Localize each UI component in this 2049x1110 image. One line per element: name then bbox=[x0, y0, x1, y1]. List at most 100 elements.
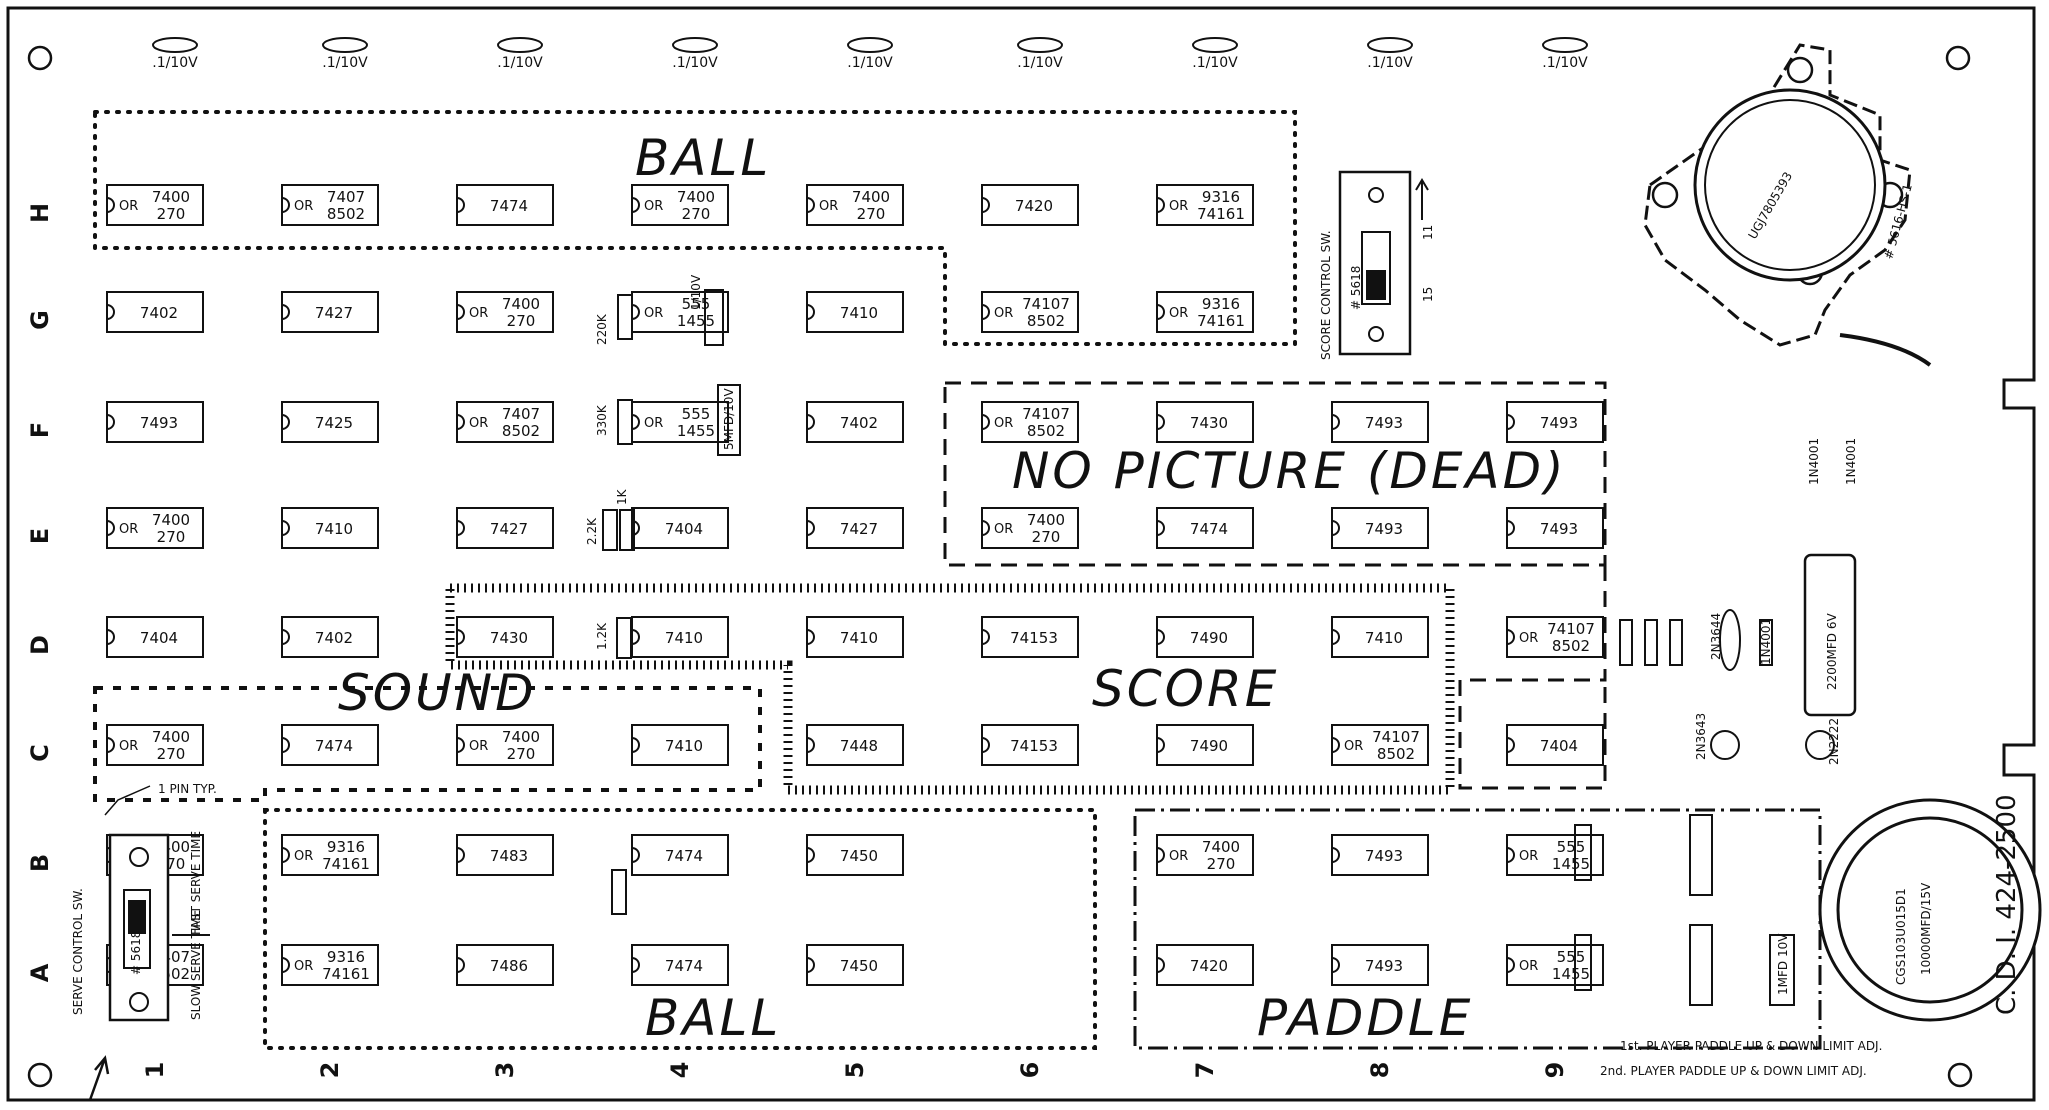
chip-or-label: OR bbox=[294, 959, 313, 974]
sound-region-outline bbox=[93, 686, 762, 802]
column-label: 4 bbox=[666, 1062, 694, 1079]
chip-part-number: 7400 bbox=[502, 728, 540, 746]
ic-chip: 7410 bbox=[631, 724, 729, 766]
chip-or-label: OR bbox=[1519, 959, 1538, 974]
chip-alt-part-number: 8502 bbox=[1377, 745, 1415, 763]
region-label-score: SCORE bbox=[1092, 660, 1279, 718]
serve-switch-label: SERVE CONTROL SW. bbox=[71, 888, 85, 1015]
chip-part-number: 7493 bbox=[140, 414, 178, 432]
chip-part-number: 9316 bbox=[1202, 188, 1240, 206]
score-switch-part: # 5618 bbox=[1349, 266, 1363, 310]
chip-part-number: 7400 bbox=[677, 188, 715, 206]
chip-alt-part-number: 270 bbox=[157, 745, 186, 763]
chip-part-number: 7410 bbox=[1365, 629, 1403, 647]
chip-part-number: 7420 bbox=[1190, 957, 1228, 975]
chip-part-number: 7400 bbox=[1027, 511, 1065, 529]
chip-part-number: 7400 bbox=[502, 295, 540, 313]
column-label: 6 bbox=[1016, 1062, 1044, 1079]
cap-5mfd: 5MFD/10V bbox=[722, 388, 736, 450]
chip-part-number: 74107 bbox=[1372, 728, 1420, 746]
ic-chip: 7450 bbox=[806, 944, 904, 986]
ic-chip: 7474 bbox=[631, 944, 729, 986]
chip-part-number: 7493 bbox=[1365, 414, 1403, 432]
chip-part-number: 7402 bbox=[140, 304, 178, 322]
cap-2200mfd: 2200MFD 6V bbox=[1825, 613, 1839, 690]
row-label: A bbox=[26, 963, 54, 982]
chip-alt-part-number: 8502 bbox=[1027, 422, 1065, 440]
chip-part-number: 7474 bbox=[1190, 520, 1228, 538]
chip-part-number: 7400 bbox=[1202, 838, 1240, 856]
chip-part-number: 7400 bbox=[152, 188, 190, 206]
bypass-capacitor-label: .1/10V bbox=[847, 55, 893, 71]
chip-part-number: 555 bbox=[1557, 948, 1586, 966]
ic-chip: 7427 bbox=[281, 291, 379, 333]
region-label-ball-top: BALL bbox=[635, 129, 771, 187]
chip-part-number: 7410 bbox=[315, 520, 353, 538]
chip-part-number: 7402 bbox=[840, 414, 878, 432]
chip-part-number: 7490 bbox=[1190, 629, 1228, 647]
bypass-capacitor bbox=[1192, 37, 1238, 53]
chip-part-number: 7493 bbox=[1540, 414, 1578, 432]
chip-part-number: 9316 bbox=[327, 948, 365, 966]
chip-part-number: 7493 bbox=[1365, 520, 1403, 538]
column-label: 9 bbox=[1541, 1062, 1569, 1079]
chip-part-number: 7410 bbox=[665, 629, 703, 647]
chip-alt-part-number: 74161 bbox=[322, 965, 370, 983]
chip-part-number: 7427 bbox=[490, 520, 528, 538]
serve-control-switch: SERVE CONTROL SW. # 5618 FAST SERVE TIME… bbox=[71, 831, 210, 1101]
ic-chip: 7410 bbox=[806, 616, 904, 658]
bypass-capacitor bbox=[1542, 37, 1588, 53]
resistor-220k: 220K bbox=[595, 313, 609, 345]
chip-alt-part-number: 270 bbox=[1207, 855, 1236, 873]
ic-chip: 7450 bbox=[806, 834, 904, 876]
paddle-discretes: 1MFD 10V CGS103U015D1 10000MFD/15V 1st. … bbox=[1574, 798, 2042, 1078]
score-switch-pos-a: 11 bbox=[1421, 225, 1435, 240]
bypass-capacitor bbox=[847, 37, 893, 53]
bypass-capacitor bbox=[1367, 37, 1413, 53]
row-label: D bbox=[26, 635, 54, 655]
chip-part-number: 7420 bbox=[1015, 197, 1053, 215]
chip-part-number: 7402 bbox=[315, 629, 353, 647]
bypass-capacitor-label: .1/10V bbox=[672, 55, 718, 71]
discrete-components: 220K 330K 2.2K 1K 1.2K 1/10V 5MFD/10V bbox=[585, 274, 741, 915]
serve-switch-part: # 5618 bbox=[129, 931, 143, 975]
chip-part-number: 74107 bbox=[1022, 405, 1070, 423]
chip-alt-part-number: 8502 bbox=[1552, 637, 1590, 655]
chip-alt-part-number: 270 bbox=[857, 205, 886, 223]
ic-chip: 7410 bbox=[281, 507, 379, 549]
chip-or-label: OR bbox=[1344, 739, 1363, 754]
board-outline bbox=[6, 6, 2036, 1102]
chip-part-number: 7450 bbox=[840, 957, 878, 975]
ball-bottom-region-outline bbox=[263, 808, 1097, 1050]
board-id: C. D. I. 424-2500 bbox=[1992, 794, 2022, 1015]
region-label-no-picture: NO PICTURE (DEAD) bbox=[1012, 442, 1567, 500]
ic-chip: 7430 bbox=[456, 616, 554, 658]
chip-or-label: OR bbox=[1519, 631, 1538, 646]
serve-switch-slow: SLOW SERVE TIME bbox=[189, 910, 203, 1020]
ic-chip: 7410 bbox=[631, 616, 729, 658]
chip-alt-part-number: 8502 bbox=[1027, 312, 1065, 330]
chip-or-label: OR bbox=[119, 522, 138, 537]
big-cap-part: CGS103U015D1 bbox=[1894, 888, 1908, 985]
ic-chip: 7430 bbox=[1156, 401, 1254, 443]
ic-chip: 74153 bbox=[981, 724, 1079, 766]
ic-chip: 7410 bbox=[1331, 616, 1429, 658]
chip-part-number: 7450 bbox=[840, 847, 878, 865]
diode-a: 1N4001 bbox=[1807, 438, 1821, 485]
bypass-capacitor-row: .1/10V.1/10V.1/10V.1/10V.1/10V.1/10V.1/1… bbox=[152, 37, 1588, 71]
ic-chip: 7404 bbox=[1506, 724, 1604, 766]
chip-or-label: OR bbox=[994, 416, 1013, 431]
column-label: 1 bbox=[141, 1062, 169, 1079]
